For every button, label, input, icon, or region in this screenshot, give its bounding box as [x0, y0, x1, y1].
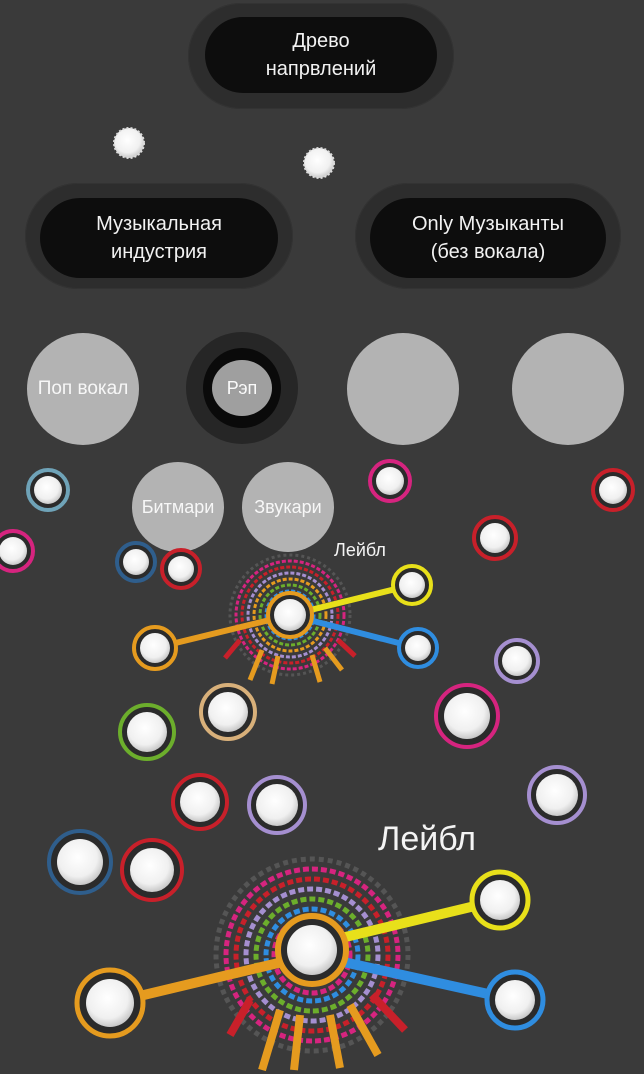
node-dot[interactable]	[173, 775, 227, 829]
node-dot[interactable]	[436, 685, 498, 747]
node-dot[interactable]	[117, 543, 155, 581]
node-dot[interactable]	[49, 831, 111, 893]
node-dot[interactable]	[370, 461, 410, 501]
node-dot[interactable]	[474, 517, 516, 559]
node-dot[interactable]	[201, 685, 255, 739]
floating-dot	[114, 128, 144, 158]
node-dot[interactable]	[0, 531, 33, 571]
node-dot[interactable]	[529, 767, 585, 823]
node-dot[interactable]	[593, 470, 633, 510]
node-dot[interactable]	[122, 840, 182, 900]
node-dot[interactable]	[28, 470, 68, 510]
node-dot[interactable]	[249, 777, 305, 833]
node-dot[interactable]	[162, 550, 200, 588]
node-dot[interactable]	[496, 640, 538, 682]
node-dot[interactable]	[120, 705, 174, 759]
floating-dot	[304, 148, 334, 178]
